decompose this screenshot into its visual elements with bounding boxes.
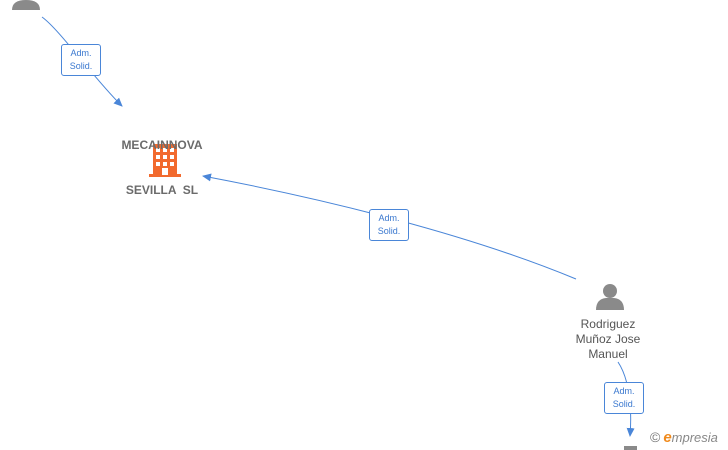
person-icon[interactable] bbox=[596, 284, 624, 310]
person-icon[interactable] bbox=[12, 0, 40, 10]
edge-label-line1: Adm. bbox=[70, 48, 92, 58]
person-name[interactable]: Rodriguez Muñoz Jose Manuel bbox=[548, 317, 668, 362]
brand-name: mpresia bbox=[671, 430, 718, 445]
company-name-line2: SEVILLA SL bbox=[125, 183, 199, 197]
company-name-line1: MECAINNOVA bbox=[121, 138, 203, 152]
building-icon[interactable] bbox=[149, 144, 181, 177]
empresia-watermark: ©empresia bbox=[650, 429, 718, 449]
edge-label-line1: Adm. bbox=[613, 386, 635, 396]
bottom-node-icon[interactable] bbox=[624, 446, 637, 450]
edge-label-line2: Solid. bbox=[377, 226, 401, 236]
brand-initial: e bbox=[663, 429, 672, 446]
edge-label-line2: Solid. bbox=[612, 399, 636, 409]
edge-label-line1: Adm. bbox=[378, 213, 400, 223]
person-name-line3: Manuel bbox=[588, 347, 628, 361]
copyright-symbol: © bbox=[650, 429, 661, 445]
edge-label-middle[interactable]: Adm. Solid. bbox=[369, 209, 409, 241]
edge-label-bottom[interactable]: Adm. Solid. bbox=[604, 382, 644, 414]
person-name-line1: Rodriguez bbox=[580, 317, 636, 331]
person-name-line2: Muñoz Jose bbox=[575, 332, 641, 346]
edge-label-line2: Solid. bbox=[69, 61, 93, 71]
company-name[interactable]: MECAINNOVA SEVILLA SL bbox=[92, 108, 232, 213]
edge-label-top[interactable]: Adm. Solid. bbox=[61, 44, 101, 76]
